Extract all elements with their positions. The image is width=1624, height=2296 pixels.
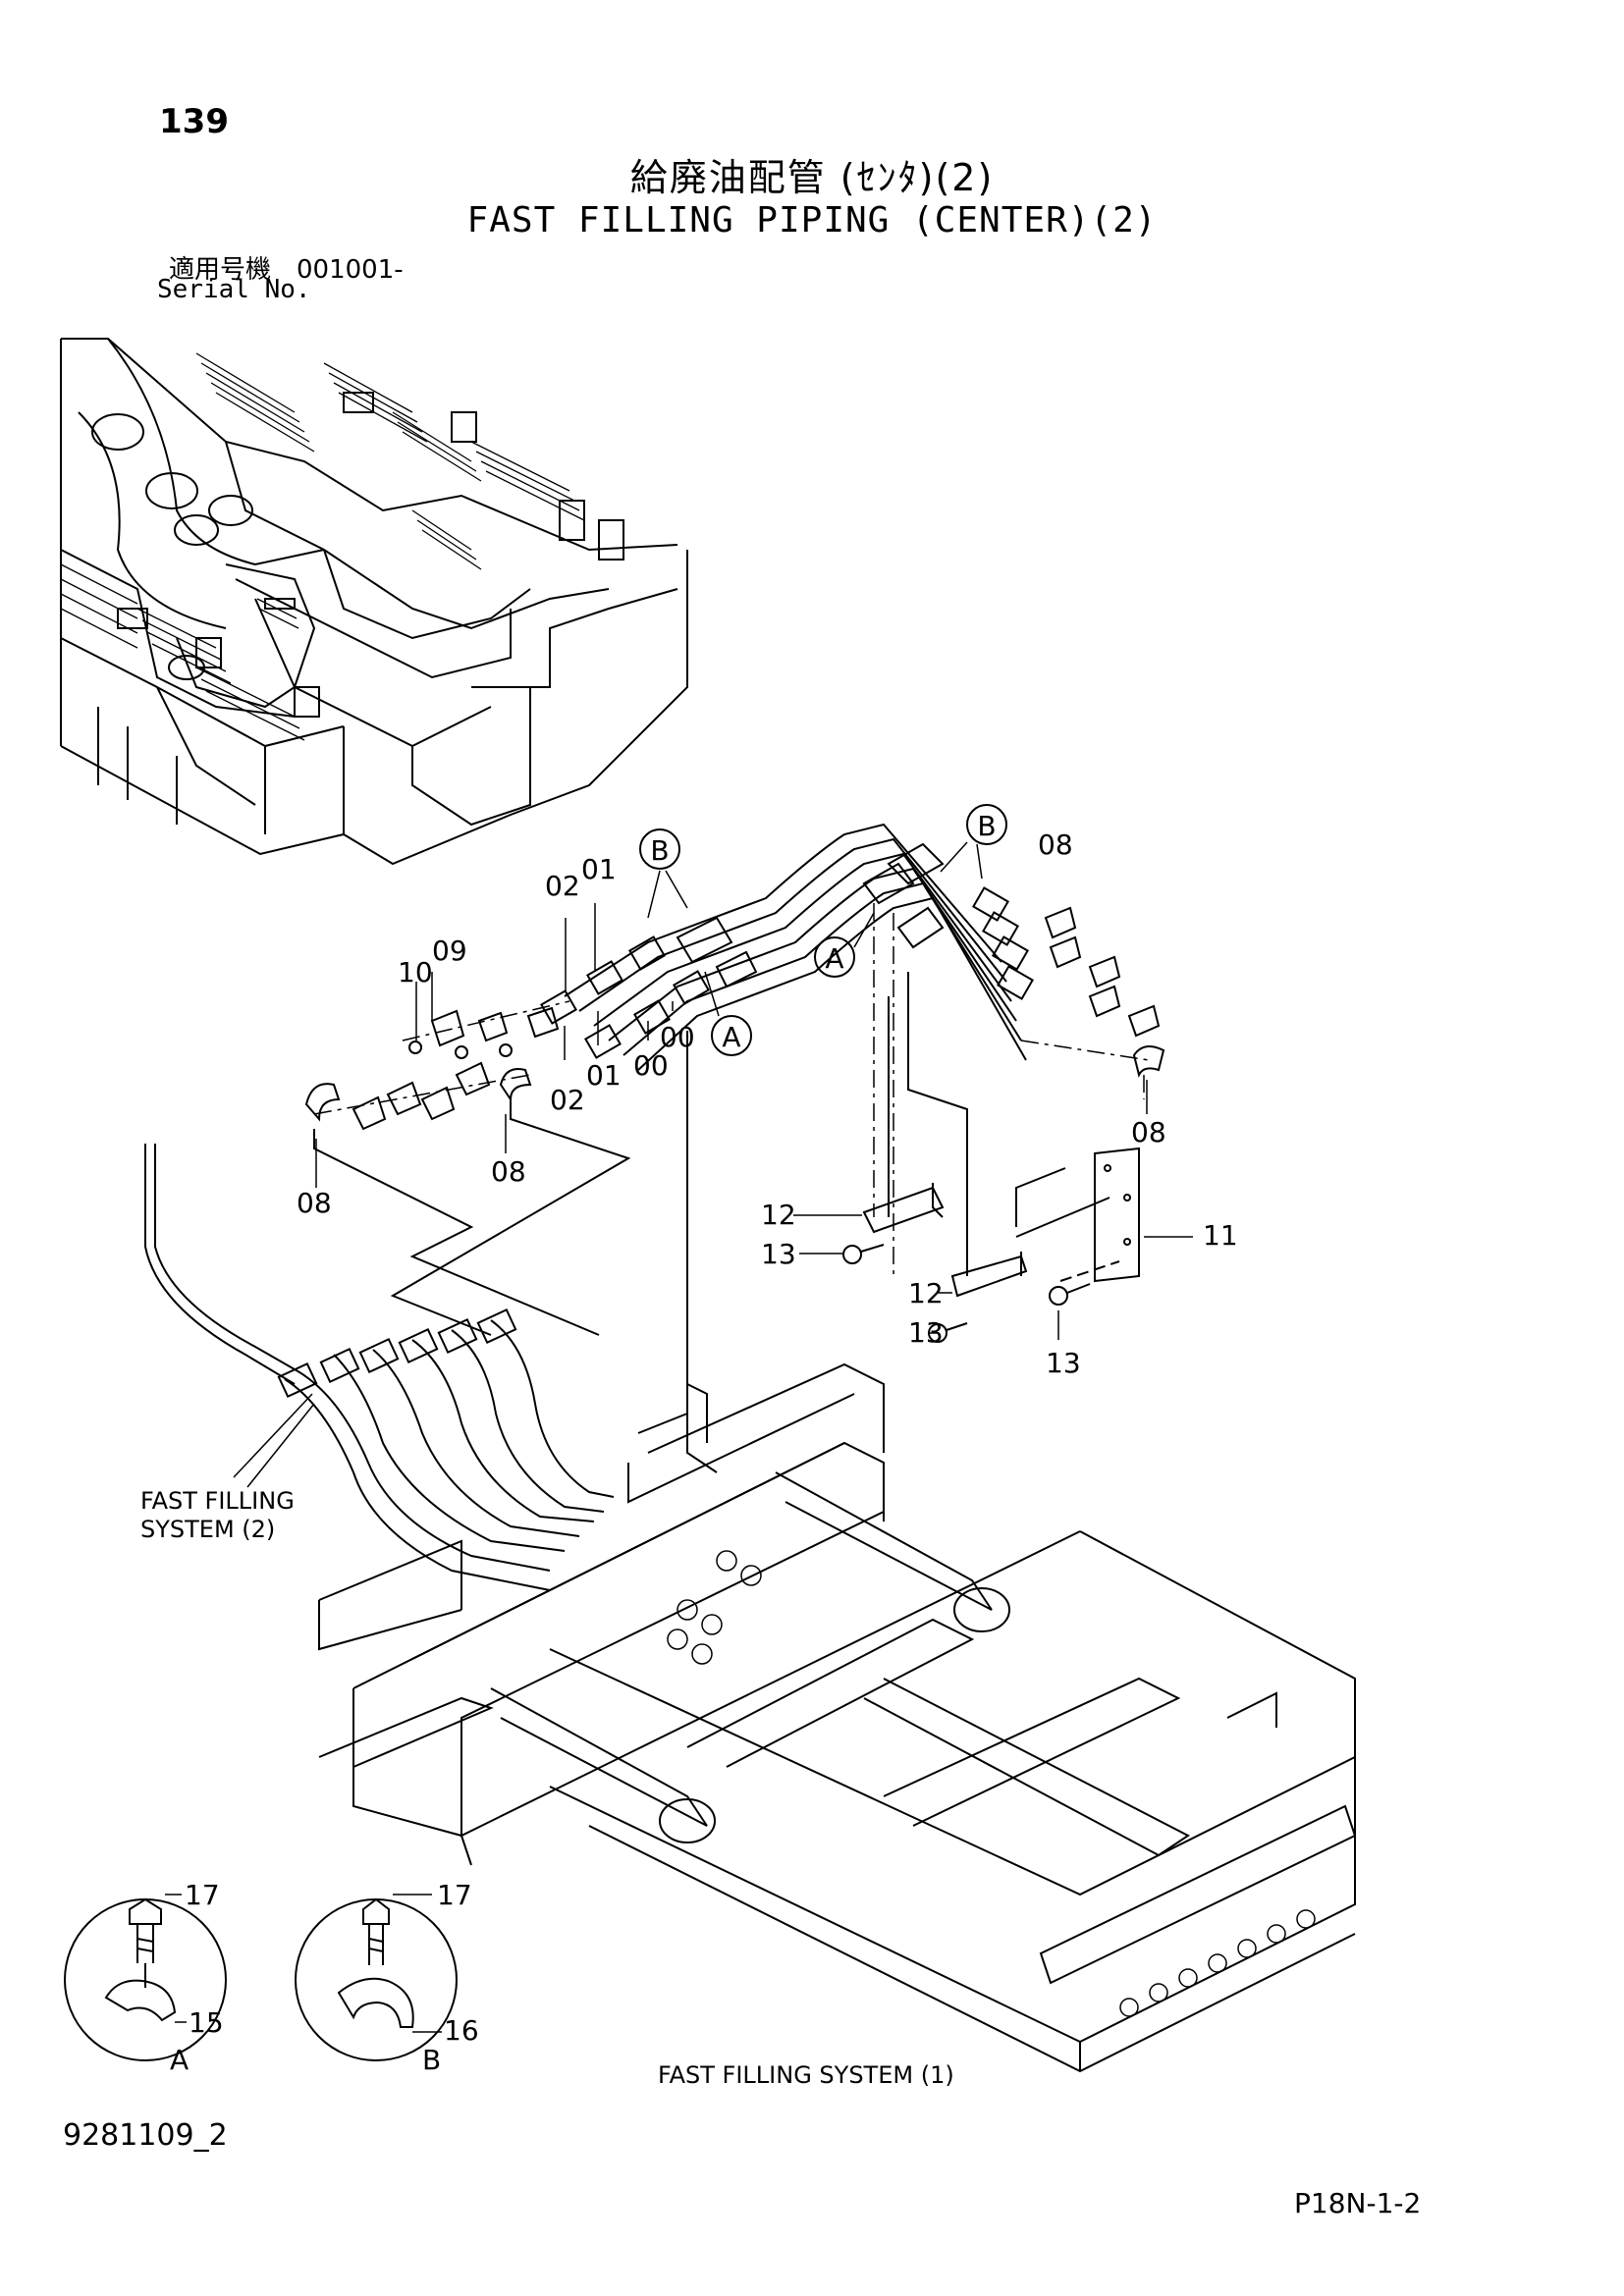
detail-label-b: B: [422, 2044, 441, 2076]
callout-09: 09: [432, 934, 467, 967]
callout-b-upper-right: B: [966, 804, 1007, 845]
callout-b-upper-left: B: [639, 828, 680, 870]
fast-filling-system-1-label: FAST FILLING SYSTEM (1): [658, 2061, 954, 2089]
callout-08: 08: [1131, 1116, 1166, 1148]
view-marker-b: B: [977, 810, 996, 842]
callout-10: 10: [398, 956, 433, 988]
view-marker-a: A: [722, 1021, 740, 1053]
part-callouts: 02 01 09 10 02 01 00 00 08 08 08 08 12 1…: [170, 828, 1238, 2076]
page-number: 139: [159, 102, 229, 141]
pipe-assembly-drawing: [304, 823, 1165, 1473]
callout-12: 12: [761, 1199, 796, 1231]
serial-label-japanese: 適用号機 001001-: [169, 255, 404, 285]
callout-a-right: A: [814, 936, 855, 978]
hose-and-frame-drawing: [144, 1144, 1357, 2073]
machine-overview-drawing: [60, 338, 688, 866]
callout-15: 15: [189, 2006, 224, 2039]
callout-00: 00: [660, 1021, 695, 1053]
fast-filling-system-2-label-line1: FAST FILLING: [140, 1487, 295, 1515]
callout-13: 13: [908, 1316, 944, 1349]
fast-filling-system-2-label-line2: SYSTEM (2): [140, 1516, 275, 1543]
detail-view-b: [295, 1897, 458, 2061]
callout-13: 13: [761, 1238, 796, 1270]
callout-17: 17: [437, 1879, 472, 1911]
serial-label-english: Serial No.: [157, 275, 311, 304]
callout-13: 13: [1046, 1347, 1081, 1379]
callout-11: 11: [1203, 1219, 1238, 1252]
callout-02: 02: [550, 1084, 585, 1116]
callout-08: 08: [491, 1155, 526, 1188]
callout-08: 08: [297, 1187, 332, 1219]
title-english: FAST FILLING PIPING (CENTER)(2): [466, 200, 1158, 240]
system-labels: FAST FILLING SYSTEM (2) FAST FILLING SYS…: [140, 1487, 954, 2089]
detail-view-a: [64, 1897, 227, 2061]
callout-01: 01: [586, 1059, 622, 1092]
page-reference: P18N-1-2: [1294, 2187, 1422, 2219]
callout-12: 12: [908, 1277, 944, 1309]
detail-label-a: A: [170, 2044, 189, 2076]
view-marker-a: A: [825, 942, 843, 975]
callout-a-left: A: [711, 1015, 752, 1056]
callout-17: 17: [185, 1879, 220, 1911]
title-japanese: 給廃油配管 (ｾﾝﾀ)(2): [629, 156, 995, 199]
drawing-number: 9281109_2: [63, 2118, 228, 2153]
callout-leaders: [165, 841, 1193, 2033]
callout-02: 02: [545, 870, 580, 902]
callout-00: 00: [633, 1049, 669, 1082]
callout-01: 01: [581, 853, 617, 885]
callout-16: 16: [444, 2014, 479, 2047]
callout-08: 08: [1038, 828, 1073, 861]
view-marker-b: B: [650, 834, 669, 867]
right-pipe-fittings: [862, 842, 1034, 1000]
